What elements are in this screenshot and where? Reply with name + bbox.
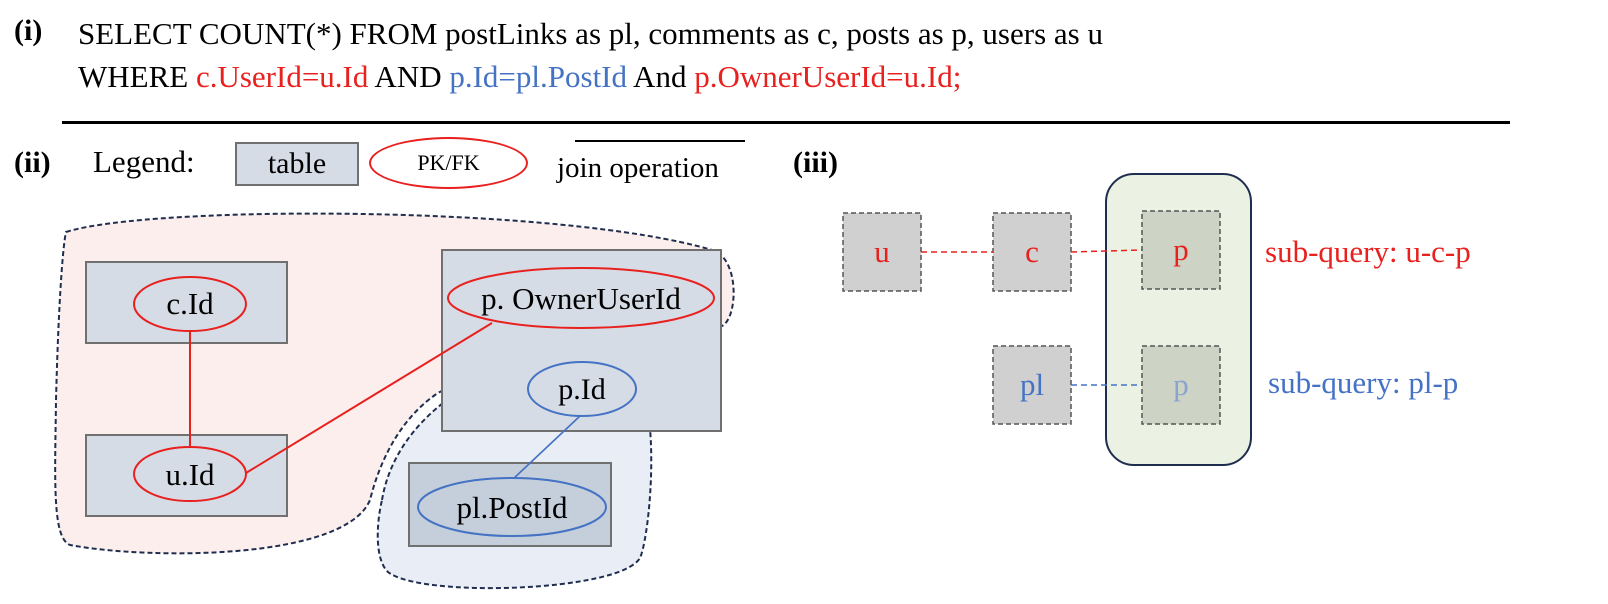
part-ii-label: (ii) [14, 146, 51, 179]
key-p-id-label: p.Id [558, 373, 606, 406]
legend-title: Legend: [93, 144, 195, 179]
key-c-id [133, 276, 247, 332]
iii-label-c: c [1025, 234, 1039, 269]
iii-table-pl [992, 345, 1072, 425]
iii-table-p-bottom [1141, 345, 1221, 425]
legend-pkfk-label: PK/FK [417, 150, 480, 175]
sql-cond-p-owner: p.OwnerUserId=u.Id; [694, 59, 962, 94]
sql-where: WHERE [78, 59, 196, 94]
iii-join-c-p [1070, 249, 1143, 253]
key-p-owner-label: p. OwnerUserId [481, 281, 681, 316]
subquery-red-label: sub-query: u-c-p [1265, 234, 1471, 269]
sql-and-2: And [627, 59, 695, 94]
iii-table-c [992, 212, 1072, 292]
key-u-id-label: u.Id [165, 457, 215, 492]
key-p-owneruserid [447, 267, 715, 329]
key-p-id [527, 361, 637, 417]
sql-line-1: SELECT COUNT(*) FROM postLinks as pl, co… [78, 16, 1103, 51]
key-u-id [133, 446, 247, 502]
join-u-powner [245, 322, 493, 474]
key-pl-postid [417, 477, 607, 537]
iii-table-p-top [1141, 210, 1221, 290]
sql-line-2: WHERE c.UserId=u.Id AND p.Id=pl.PostId A… [78, 57, 961, 97]
iii-label-u: u [874, 234, 890, 269]
sql-cond-c-user: c.UserId=u.Id [195, 59, 369, 94]
legend-table-label: table [267, 147, 327, 180]
part-iii-label: (iii) [793, 146, 838, 179]
legend-join-line [575, 140, 745, 142]
iii-label-p-top: p [1173, 232, 1189, 267]
iii-label-p-bottom: p [1173, 367, 1189, 402]
legend-pkfk-ellipse: PK/FK [369, 137, 528, 189]
legend-join-label: join operation [557, 152, 719, 184]
part-i-label: (i) [14, 14, 43, 47]
section-divider [62, 121, 1510, 124]
sql-and-1: AND [368, 59, 450, 94]
iii-label-pl: pl [1020, 367, 1044, 402]
key-pl-postid-label: pl.PostId [456, 490, 568, 525]
key-c-id-label: c.Id [166, 286, 214, 321]
join-pid-plpostid [511, 415, 581, 481]
subquery-blue-label: sub-query: pl-p [1268, 365, 1458, 400]
legend-table-box: table [235, 142, 359, 186]
sql-cond-p-pl: p.Id=pl.PostId [449, 59, 628, 94]
